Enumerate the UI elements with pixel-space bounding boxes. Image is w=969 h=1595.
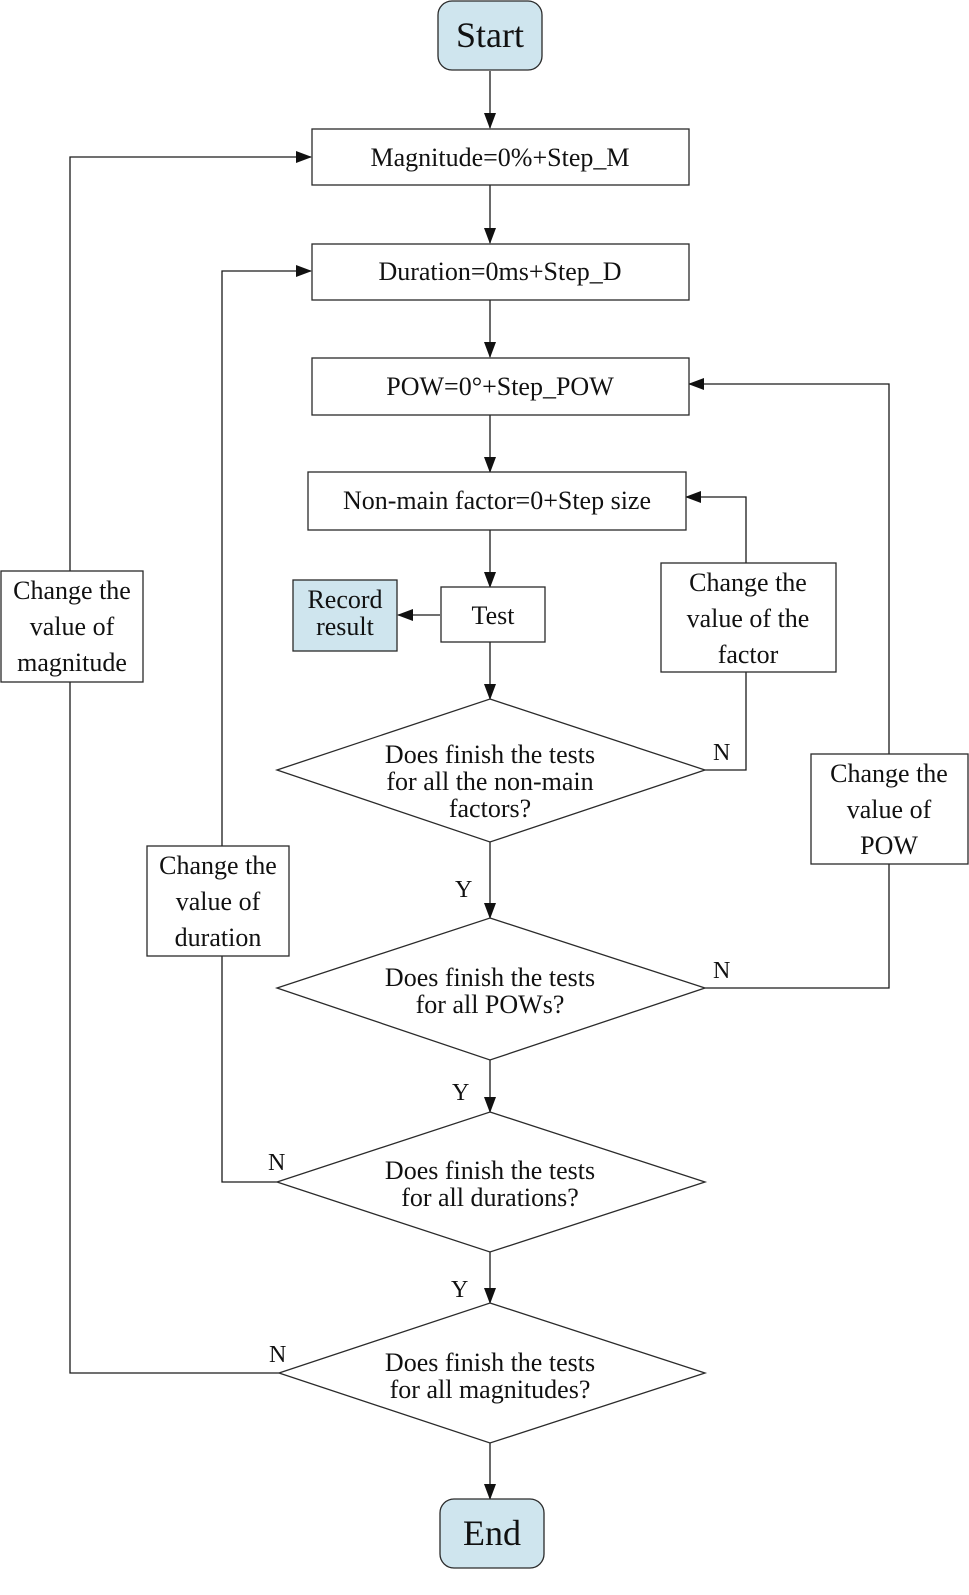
label-no-durations: N: [268, 1150, 285, 1176]
edge-factor-loop-no: [705, 672, 747, 771]
change-factor-line-1: Change the: [689, 568, 807, 597]
nonmain-init-label: Non-main factor=0+Step size: [343, 486, 651, 515]
edge-duration-loop-back: [221, 265, 312, 846]
edge-pow-loop-no: [705, 864, 890, 989]
change-pow-line-3: POW: [860, 831, 918, 860]
record-result-line-2: result: [316, 612, 375, 641]
label-yes-pows: Y: [452, 1080, 469, 1106]
decision-durations-line-2: for all durations?: [401, 1183, 579, 1212]
decision-pows: Does finish the tests for all POWs?: [274, 917, 708, 1061]
label-no-pows: N: [713, 958, 730, 984]
decision-magnitudes-line-1: Does finish the tests: [385, 1348, 595, 1377]
decision-durations-line-1: Does finish the tests: [385, 1156, 595, 1185]
change-magnitude-line-2: value of: [30, 612, 115, 641]
duration-init-label: Duration=0ms+Step_D: [378, 257, 621, 286]
change-pow-line-2: value of: [847, 795, 932, 824]
change-pow-box: Change the value of POW: [810, 753, 969, 865]
label-no-magnitudes: N: [269, 1342, 286, 1368]
change-factor-line-2: value of the: [687, 604, 810, 633]
edges: [69, 71, 890, 1500]
edge-duration-loop-no: [221, 956, 277, 1183]
decision-pows-line-1: Does finish the tests: [385, 963, 595, 992]
start-label: Start: [456, 15, 524, 55]
decision-factors-line-1: Does finish the tests: [385, 740, 595, 769]
test-box: Test: [440, 586, 546, 643]
magnitude-init-box: Magnitude=0%+Step_M: [311, 128, 690, 186]
start-node: Start: [437, 0, 543, 71]
change-factor-line-3: factor: [718, 640, 779, 669]
decision-factors-line-3: factors?: [449, 794, 531, 823]
decision-pows-line-2: for all POWs?: [416, 990, 565, 1019]
change-duration-line-1: Change the: [159, 851, 277, 880]
nonmain-init-box: Non-main factor=0+Step size: [307, 471, 687, 531]
edge-labels: N Y N Y N Y N: [268, 740, 730, 1368]
decision-magnitudes-line-2: for all magnitudes?: [390, 1375, 591, 1404]
decision-factors: Does finish the tests for all the non-ma…: [274, 698, 708, 843]
edge-magnitude-loop-no: [69, 682, 279, 1374]
change-factor-box: Change the value of the factor: [660, 562, 837, 673]
edge-pow-loop-back: [688, 378, 890, 754]
record-result-box: Record result: [292, 579, 398, 652]
change-duration-line-3: duration: [175, 923, 262, 952]
change-duration-box: Change the value of duration: [146, 845, 290, 957]
pow-init-box: POW=0°+Step_POW: [311, 357, 690, 416]
change-magnitude-box: Change the value of magnitude: [0, 570, 144, 683]
decision-durations: Does finish the tests for all durations?: [274, 1111, 708, 1253]
decision-magnitudes: Does finish the tests for all magnitudes…: [276, 1302, 708, 1444]
change-duration-line-2: value of: [176, 887, 261, 916]
label-yes-factors: Y: [455, 877, 472, 903]
change-pow-line-1: Change the: [830, 759, 948, 788]
end-label: End: [463, 1513, 521, 1553]
label-yes-durations: Y: [451, 1277, 468, 1303]
record-result-line-1: Record: [307, 585, 382, 614]
change-magnitude-line-3: magnitude: [17, 648, 127, 677]
label-no-factors: N: [713, 740, 730, 766]
test-label: Test: [472, 601, 516, 630]
magnitude-init-label: Magnitude=0%+Step_M: [371, 143, 630, 172]
edge-factor-loop-back: [685, 491, 747, 563]
end-node: End: [439, 1498, 545, 1569]
duration-init-box: Duration=0ms+Step_D: [311, 243, 690, 301]
edge-magnitude-loop-back: [69, 151, 312, 571]
decision-factors-line-2: for all the non-main: [386, 767, 593, 796]
pow-init-label: POW=0°+Step_POW: [386, 372, 614, 401]
change-magnitude-line-1: Change the: [13, 576, 131, 605]
